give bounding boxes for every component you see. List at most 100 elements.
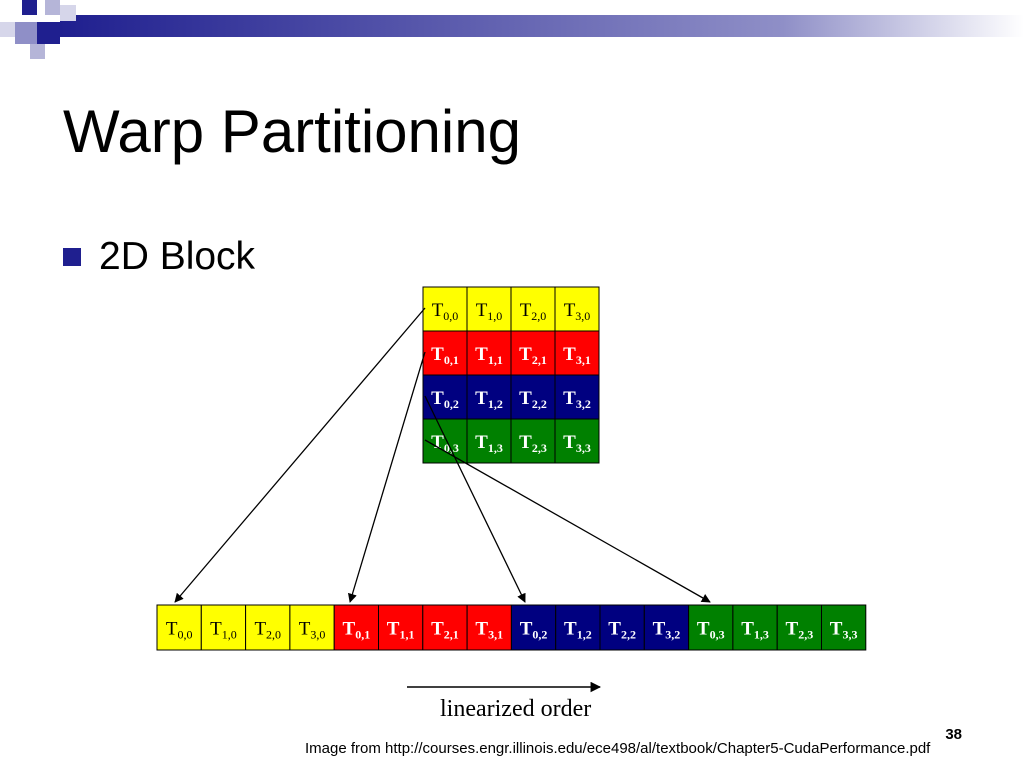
thread-cell-bg [599,604,645,651]
mapping-arrow [424,395,526,603]
thread-cell-bg [466,604,512,651]
thread-cell-bg [510,330,556,376]
block-thread-cell: T3,0 [554,286,600,332]
block-thread-cell: T0,3 [422,418,468,464]
linear-thread-cell: T2,2 [599,604,645,651]
bullet-item: 2D Block [63,232,255,282]
thread-label: T3,0 [564,300,591,323]
thread-label: T0,0 [166,619,193,642]
thread-label: T3,2 [653,619,681,642]
thread-label: T0,1 [343,619,371,642]
mapping-arrow [174,307,426,603]
thread-cell-bg [510,604,557,651]
block-thread-cell: T3,1 [554,330,600,376]
thread-cell-bg [289,604,335,651]
block-thread-cell: T2,3 [510,418,556,464]
thread-cell-bg [688,604,734,651]
thread-label: T0,2 [431,388,459,411]
thread-cell-bg [554,330,600,376]
thread-label: T0,3 [431,432,459,455]
thread-cell-bg [554,418,600,464]
linear-thread-cell: T1,1 [378,604,424,651]
thread-label: T0,0 [432,300,459,323]
thread-label: T2,0 [520,300,547,323]
thread-cell-bg [510,418,556,464]
square-bullet-icon [63,248,81,266]
block-thread-cell: T1,1 [466,330,512,376]
thread-label: T3,1 [475,619,503,642]
linear-thread-cell: T0,3 [688,604,734,651]
thread-cell-bg [554,286,600,332]
block-thread-cell: T3,2 [554,374,600,420]
header-square [30,44,45,59]
thread-label: T2,0 [254,619,281,642]
linear-thread-cell: T2,0 [245,604,291,651]
thread-cell-bg [378,604,424,651]
linear-thread-cell: T3,0 [289,604,335,651]
thread-label: T1,0 [210,619,237,642]
linear-thread-cell: T3,1 [466,604,512,651]
block-thread-cell: T2,1 [510,330,556,376]
mapping-arrow [347,351,426,603]
thread-label: T3,1 [563,344,591,367]
thread-label: T0,2 [520,619,548,642]
thread-cell-bg [422,604,468,651]
thread-label: T1,1 [475,344,503,367]
thread-label: T0,3 [697,619,725,642]
block-thread-cell: T2,2 [510,374,556,420]
header-decoration [0,0,1024,59]
linear-thread-cell: T0,1 [333,604,380,651]
thread-cell-bg [466,286,512,332]
thread-cell-bg [422,418,468,464]
header-square [15,22,37,44]
linear-thread-cell: T1,2 [555,604,601,651]
linear-thread-cell: T2,3 [776,604,823,651]
header-square [37,22,60,44]
thread-block-grid: T0,0 T1,0 T2,0 T3,0T0,1 T1,1 T2,1 T3,1T0,2 T1,2… [422,286,600,464]
block-thread-cell: T2,0 [510,286,556,332]
linearized-thread-row: T0,0 T1,0 T2,0 T3,0 T0,1 T1,1 T2,1 T3,1 T0,2 T1,2… [156,604,867,651]
linearized-order-label: linearized order [440,696,591,722]
thread-label: T3,3 [563,432,591,455]
thread-cell-bg [510,286,556,332]
thread-label: T1,3 [475,432,503,455]
thread-cell-bg [821,604,867,651]
thread-label: T3,2 [563,388,591,411]
block-thread-cell: T0,1 [422,330,468,376]
mapping-arrows [174,307,711,603]
thread-label: T1,3 [741,619,769,642]
header-square [0,22,15,37]
thread-label: T1,0 [476,300,503,323]
header-gradient-bar [60,15,1024,37]
thread-label: T2,2 [519,388,547,411]
thread-cell-bg [510,374,556,420]
thread-cell-bg [200,604,247,651]
thread-label: T2,3 [786,619,814,642]
block-thread-cell: T0,2 [422,374,468,420]
thread-cell-bg [245,604,291,651]
thread-label: T1,2 [564,619,592,642]
linear-thread-cell: T2,1 [422,604,468,651]
thread-label: T0,1 [431,344,459,367]
thread-cell-bg [555,604,601,651]
thread-cell-bg [776,604,823,651]
linear-thread-cell: T3,2 [643,604,690,651]
block-thread-cell: T1,2 [466,374,512,420]
header-square [22,0,37,15]
block-thread-cell: T0,0 [422,286,468,332]
block-thread-cell: T3,3 [554,418,600,464]
linear-thread-cell: T1,0 [200,604,247,651]
thread-cell-bg [422,374,468,420]
linear-thread-cell: T3,3 [821,604,867,651]
thread-cell-bg [643,604,690,651]
thread-label: T2,3 [519,432,547,455]
slide-number: 38 [945,726,962,743]
thread-label: T3,3 [830,619,858,642]
thread-label: T2,1 [431,619,459,642]
thread-label: T2,2 [608,619,636,642]
header-square [45,0,60,15]
mapping-arrow [424,439,711,603]
block-thread-cell: T1,0 [466,286,512,332]
image-credit: Image from http://courses.engr.illinois.… [305,740,931,757]
linear-thread-cell: T0,2 [510,604,557,651]
